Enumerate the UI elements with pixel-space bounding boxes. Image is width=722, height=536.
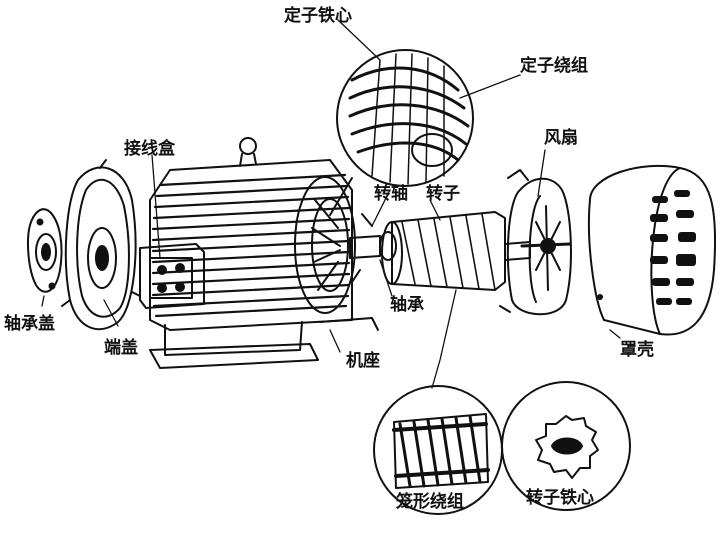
label-stator-core: 定子铁心 [284,6,352,26]
label-rotor-core: 转子铁心 [526,488,594,508]
label-cage-winding: 笼形绕组 [396,492,464,512]
label-bearing: 轴承 [390,295,424,315]
label-frame: 机座 [346,351,380,371]
label-terminal-box: 接线盒 [124,139,175,159]
bearing-cap-part [27,208,63,293]
label-bearing-cap: 轴承盖 [4,314,55,334]
rotor-core-detail [501,381,631,511]
fan-part [499,169,572,316]
leader-lines [41,19,621,389]
fan-cover-part [587,164,717,336]
label-fan: 风扇 [544,128,578,148]
label-fan-cover: 罩壳 [620,340,654,360]
stator-detail-circle [329,49,474,216]
rotor-part [349,211,531,291]
terminal-box-part [139,243,205,309]
frame-part [149,137,379,369]
label-end-cover: 端盖 [104,338,138,358]
end-cover-part [61,159,141,331]
label-stator-winding: 定子绕组 [520,56,588,76]
label-rotor: 转子 [426,184,460,204]
label-shaft: 转轴 [374,184,408,204]
